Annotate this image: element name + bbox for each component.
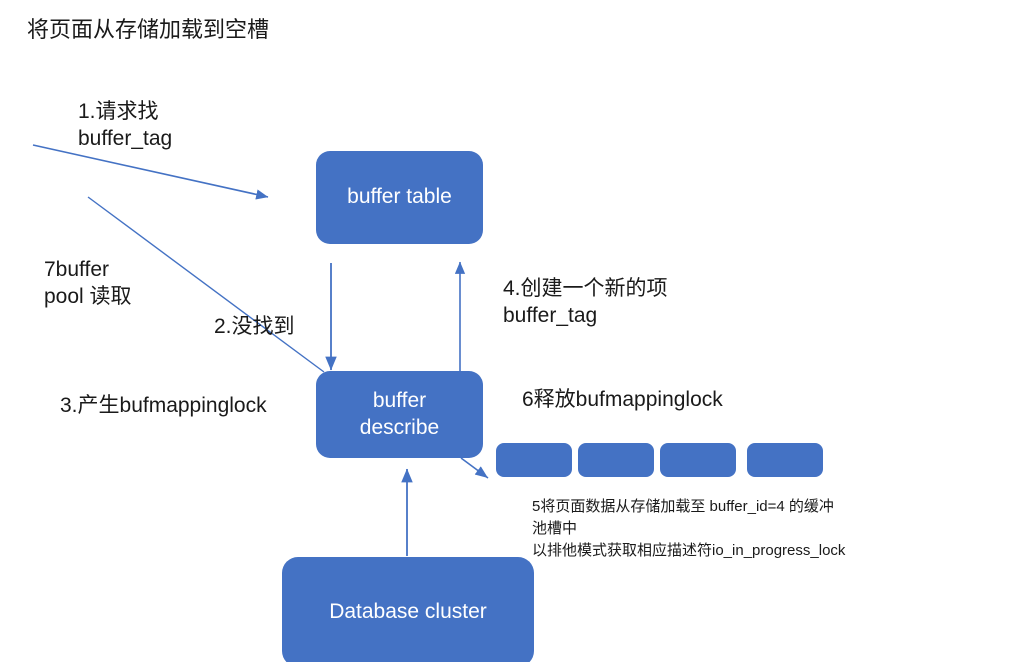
node-database-cluster[interactable]: Database cluster: [282, 557, 534, 662]
label-step-1-request-buffer-tag: 1.请求找 buffer_tag: [78, 100, 173, 151]
page-title: 将页面从存储加载到空槽: [27, 17, 270, 42]
node-buffer-describe[interactable]: buffer describe: [316, 371, 483, 458]
buffer-pool-slot-1[interactable]: [496, 443, 572, 477]
label-step-6-release-bufmappinglock: 6释放bufmappinglock: [522, 388, 723, 411]
label-step-5-load-page-data: 5将页面数据从存储加载至 buffer_id=4 的缓冲 池槽中 以排他模式获取…: [532, 498, 846, 559]
node-buffer-describe-label: buffer describe: [359, 389, 440, 439]
buffer-pool-slot-4[interactable]: [747, 443, 823, 477]
label-step-7-buffer-pool-read: 7buffer pool 读取: [44, 258, 132, 309]
label-step-2-not-found: 2.没找到: [214, 315, 295, 338]
label-step-4-create-new-entry: 4.创建一个新的项 buffer_tag: [503, 277, 668, 328]
node-database-cluster-label: Database cluster: [329, 599, 487, 623]
node-buffer-table-label: buffer table: [347, 185, 452, 209]
arrow-describe-to-slot: [460, 457, 489, 479]
node-buffer-table[interactable]: buffer table: [316, 151, 483, 244]
buffer-pool-slot-2[interactable]: [578, 443, 654, 477]
label-step-3-acquire-bufmappinglock: 3.产生bufmappinglock: [60, 394, 267, 417]
buffer-pool-slot-3[interactable]: [660, 443, 736, 477]
arrow-request-to-buffer-table: [32, 144, 269, 200]
